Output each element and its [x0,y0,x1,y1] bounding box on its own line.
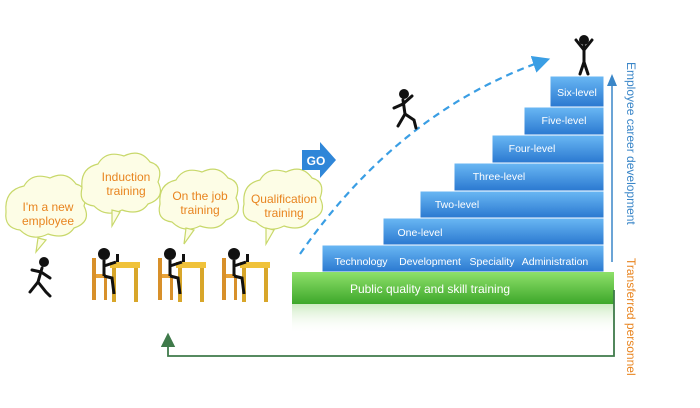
go-label: GO [307,154,326,168]
base-platform [292,272,614,304]
step-one-label: One-level [397,227,443,239]
step-six [523,106,605,136]
step-three-label: Three-level [472,171,526,183]
step-two-label: Two-level [434,199,480,211]
desk-person-1-icon [92,248,140,302]
track-speciality-label: Speciality [469,256,515,268]
track-administration-label: Administration [521,256,589,268]
career-arc-dashed [299,55,551,255]
step-four-label: Four-level [508,143,556,155]
track-development-label: Development [399,256,461,268]
return-path-line [160,290,615,357]
career-development-label: Employee career development [624,62,638,225]
bubble-on-the-job-text: On the job training [172,189,228,217]
jumping-person-icon [392,89,418,130]
staircase [321,75,605,273]
go-arrow-icon: GO [302,142,336,178]
running-person-icon [28,257,52,298]
bubble-induction-text: Induction training [101,170,151,198]
bubble-on-the-job [158,168,239,245]
bubble-induction [80,152,161,229]
step-five-label: Five-level [541,115,587,127]
bubble-qualification [242,168,323,247]
transferred-personnel-label: Transferred personnel [624,258,638,376]
base-label: Public quality and skill training [349,282,511,296]
step-top [549,75,605,108]
career-arrow-icon [607,74,617,262]
desk-person-2-icon [158,248,206,302]
base-reflection [292,304,614,334]
bubble-qualification-text: Qualification training [250,192,318,220]
track-technology-label: Technology [334,256,388,268]
bubble-new-employee-text: I'm a new employee [21,200,75,228]
bubble-new-employee [5,174,87,255]
step-six-label: Six-level [557,87,597,99]
desk-person-3-icon [222,248,270,302]
top-person-icon [574,35,594,76]
step-one [321,244,605,273]
